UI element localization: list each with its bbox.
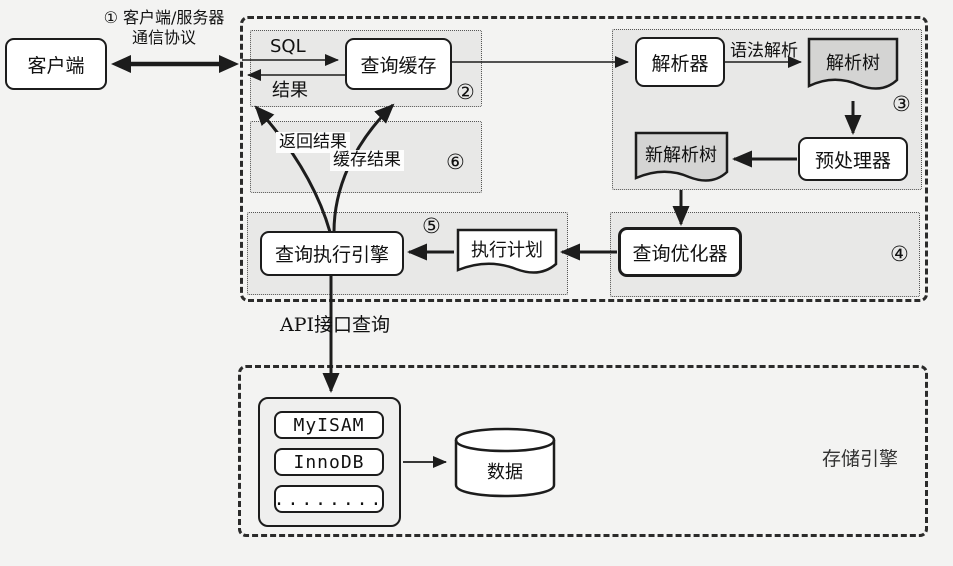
data-cylinder: 数据	[454, 427, 556, 498]
syntax-parse-label: 语法解析	[730, 41, 798, 61]
step-4-badge: ④	[890, 242, 909, 266]
new-parse-tree-doc: 新解析树	[634, 131, 729, 182]
engine-others-label: ........	[273, 488, 385, 510]
client-server-double-arrow	[111, 55, 239, 73]
engine-myisam-label: MyISAM	[293, 414, 365, 436]
preprocessor-label: 预处理器	[814, 149, 891, 172]
data-label: 数据	[487, 462, 523, 483]
client-box: 客户端	[5, 38, 107, 90]
parser-label: 解析器	[651, 52, 709, 75]
result-label: 结果	[272, 80, 308, 101]
query-exec-engine-box: 查询执行引擎	[260, 231, 404, 276]
new-parse-tree-label: 新解析树	[645, 145, 717, 166]
return-result-label: 返回结果	[276, 132, 350, 154]
engine-innodb-box: InnoDB	[274, 448, 384, 476]
protocol-label-line2: 通信协议	[131, 28, 196, 47]
step-6-badge: ⑥	[446, 150, 465, 174]
client-label: 客户端	[27, 54, 85, 77]
step-5-badge: ⑤	[422, 214, 441, 238]
storage-engine-title: 存储引擎	[822, 448, 899, 470]
api-query-label: API接口查询	[280, 314, 391, 336]
return-result-curve-arrow	[254, 105, 332, 233]
query-cache-label: 查询缓存	[360, 54, 437, 77]
cache-result-label: 缓存结果	[330, 150, 404, 172]
protocol-label-line1: ① 客户端/服务器	[103, 8, 225, 27]
step-3-badge: ③	[892, 92, 911, 116]
query-exec-engine-label: 查询执行引擎	[274, 244, 389, 266]
protocol-label: ① 客户端/服务器 通信协议	[88, 8, 240, 48]
server-layer-section	[240, 16, 928, 302]
parse-tree-label: 解析树	[826, 53, 880, 74]
engine-others-box: ........	[274, 485, 384, 513]
query-cache-box: 查询缓存	[345, 38, 452, 90]
query-optimizer-label: 查询优化器	[632, 242, 728, 265]
preprocessor-box: 预处理器	[798, 137, 908, 181]
sql-label: SQL	[270, 36, 306, 57]
parse-tree-doc: 解析树	[807, 37, 899, 90]
engine-innodb-label: InnoDB	[293, 451, 365, 473]
exec-plan-doc: 执行计划	[456, 228, 558, 274]
engine-myisam-box: MyISAM	[274, 411, 384, 439]
exec-plan-label: 执行计划	[471, 240, 543, 261]
query-optimizer-box: 查询优化器	[618, 227, 742, 277]
storage-engine-section	[238, 365, 928, 537]
parser-box: 解析器	[635, 37, 725, 87]
step-2-badge: ②	[456, 80, 475, 104]
